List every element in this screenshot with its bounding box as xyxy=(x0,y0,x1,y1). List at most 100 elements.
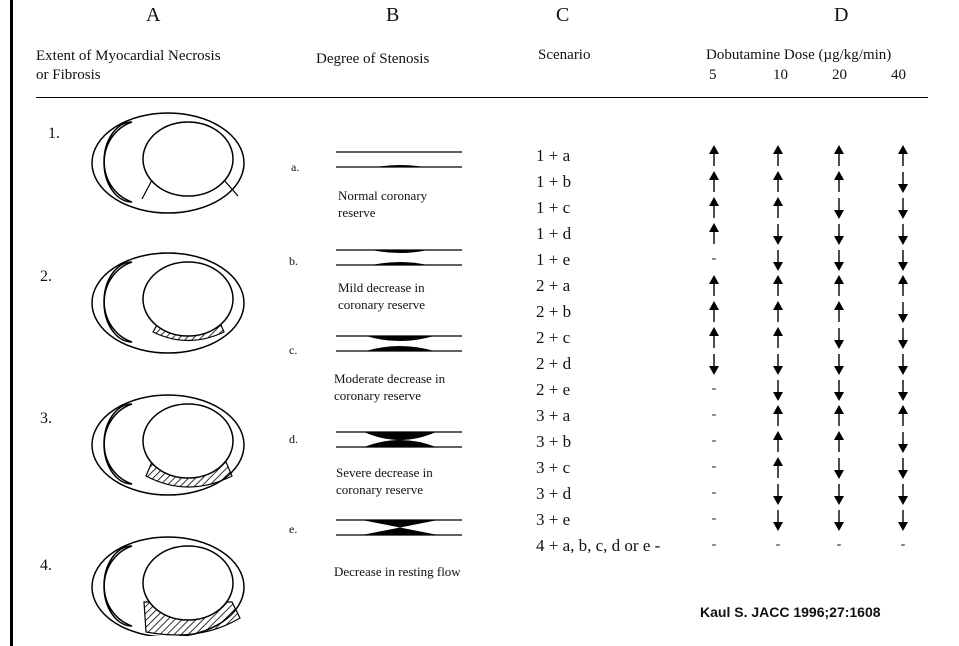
response-6-dose-5-up xyxy=(704,301,724,323)
arrow-up-icon xyxy=(834,301,844,322)
arrow-up-icon xyxy=(773,275,783,296)
response-11-dose-40-down xyxy=(893,431,913,453)
dose-20-label: 20 xyxy=(832,67,847,83)
scenario-label-15: 4 + a, b, c, d or e - xyxy=(536,536,661,555)
response-4-dose-20-down xyxy=(829,249,849,271)
no-response-dash: - xyxy=(711,537,717,552)
response-11-dose-10-up xyxy=(768,431,788,453)
response-5-dose-10-up xyxy=(768,275,788,297)
arrow-down-icon xyxy=(898,510,908,531)
arrow-up-icon xyxy=(773,145,783,166)
response-2-dose-5-up xyxy=(704,197,724,219)
stenosis-a-label: Normal coronary reserve xyxy=(338,187,427,221)
arrow-up-icon xyxy=(834,275,844,296)
arrow-up-icon xyxy=(773,327,783,348)
no-response-dash: - xyxy=(711,459,717,474)
response-3-dose-10-down xyxy=(768,223,788,245)
column-d-header: Dobutamine Dose (µg/kg/min) xyxy=(706,47,892,63)
response-10-dose-40-up xyxy=(893,405,913,427)
left-edge-line xyxy=(10,0,13,646)
arrow-down-icon xyxy=(898,458,908,479)
arrow-down-icon xyxy=(834,198,844,219)
scenario-label-1: 1 + b xyxy=(536,172,572,191)
arrow-up-icon xyxy=(773,171,783,192)
arrow-up-icon xyxy=(709,197,719,218)
response-0-dose-20-up xyxy=(829,145,849,167)
response-3-dose-5-up xyxy=(704,223,724,245)
scenario-label-4: 1 + e xyxy=(536,250,571,269)
response-9-dose-20-down xyxy=(829,379,849,401)
response-12-dose-20-down xyxy=(829,457,849,479)
arrow-up-icon xyxy=(709,275,719,296)
scenario-label-3: 1 + d xyxy=(536,224,572,243)
response-1-dose-20-up xyxy=(829,171,849,193)
heart-diagram-3 xyxy=(91,394,245,496)
arrow-up-icon xyxy=(773,405,783,426)
arrow-up-icon xyxy=(709,223,719,244)
scenario-label-5: 2 + a xyxy=(536,276,571,295)
arrow-down-icon xyxy=(773,354,783,375)
arrow-up-icon xyxy=(898,405,908,426)
stenosis-d-label-line1: Severe decrease in xyxy=(336,465,433,480)
response-13-dose-10-down xyxy=(768,483,788,505)
stenosis-letter-d: d. xyxy=(289,432,298,446)
response-3-dose-40-down xyxy=(893,223,913,245)
stenosis-a-label-line1: Normal coronary xyxy=(338,188,428,203)
arrow-down-icon xyxy=(834,458,844,479)
heart-diagram-1 xyxy=(91,112,245,214)
necrosis-number-1: 1. xyxy=(48,125,60,142)
column-a-header-line2: or Fibrosis xyxy=(36,67,101,83)
stenosis-c-label: Moderate decrease in coronary reserve xyxy=(334,370,445,404)
no-response-dash: - xyxy=(836,537,842,552)
response-13-dose-20-down xyxy=(829,483,849,505)
response-5-dose-20-up xyxy=(829,275,849,297)
scenario-label-14: 3 + e xyxy=(536,510,571,529)
response-2-dose-40-down xyxy=(893,197,913,219)
arrow-down-icon xyxy=(898,302,908,323)
response-7-dose-5-up xyxy=(704,327,724,349)
arrow-down-icon xyxy=(773,484,783,505)
scenario-label-10: 3 + a xyxy=(536,406,571,425)
stenosis-b-label-line2: coronary reserve xyxy=(338,297,425,312)
response-3-dose-20-down xyxy=(829,223,849,245)
response-1-dose-5-up xyxy=(704,171,724,193)
response-8-dose-5-down xyxy=(704,353,724,375)
heart-diagram-4 xyxy=(91,536,245,636)
no-response-dash: - xyxy=(775,537,781,552)
column-c-header: Scenario xyxy=(538,47,591,63)
vessel-diagram-d xyxy=(336,431,462,448)
arrow-up-icon xyxy=(709,171,719,192)
scenario-label-6: 2 + b xyxy=(536,302,572,321)
vessel-diagram-c xyxy=(336,335,462,352)
response-6-dose-40-down xyxy=(893,301,913,323)
response-7-dose-40-down xyxy=(893,327,913,349)
arrow-up-icon xyxy=(773,197,783,218)
column-c-letter: C xyxy=(556,4,570,26)
stenosis-d-label: Severe decrease in coronary reserve xyxy=(336,464,433,498)
response-15-dose-20-none: - xyxy=(829,535,849,557)
arrow-up-icon xyxy=(898,145,908,166)
stenosis-d-label-line2: coronary reserve xyxy=(336,482,423,497)
arrow-down-icon xyxy=(834,484,844,505)
dose-10-label: 10 xyxy=(773,67,788,83)
arrow-down-icon xyxy=(898,380,908,401)
response-4-dose-40-down xyxy=(893,249,913,271)
stenosis-a-label-line2: reserve xyxy=(338,205,376,220)
scenario-label-8: 2 + d xyxy=(536,354,572,373)
arrow-up-icon xyxy=(834,431,844,452)
response-14-dose-40-down xyxy=(893,509,913,531)
arrow-down-icon xyxy=(898,328,908,349)
arrow-down-icon xyxy=(898,198,908,219)
column-b-letter: B xyxy=(386,4,400,26)
response-12-dose-5-none: - xyxy=(704,457,724,479)
response-14-dose-10-down xyxy=(768,509,788,531)
stenosis-b-label: Mild decrease in coronary reserve xyxy=(338,279,425,313)
stenosis-e-label: Decrease in resting flow xyxy=(334,564,461,579)
vessel-diagram-a xyxy=(336,151,462,168)
arrow-up-icon xyxy=(773,457,783,478)
no-response-dash: - xyxy=(711,381,717,396)
dose-40-label: 40 xyxy=(891,67,906,83)
response-10-dose-10-up xyxy=(768,405,788,427)
arrow-down-icon xyxy=(834,328,844,349)
scenario-label-9: 2 + e xyxy=(536,380,571,399)
